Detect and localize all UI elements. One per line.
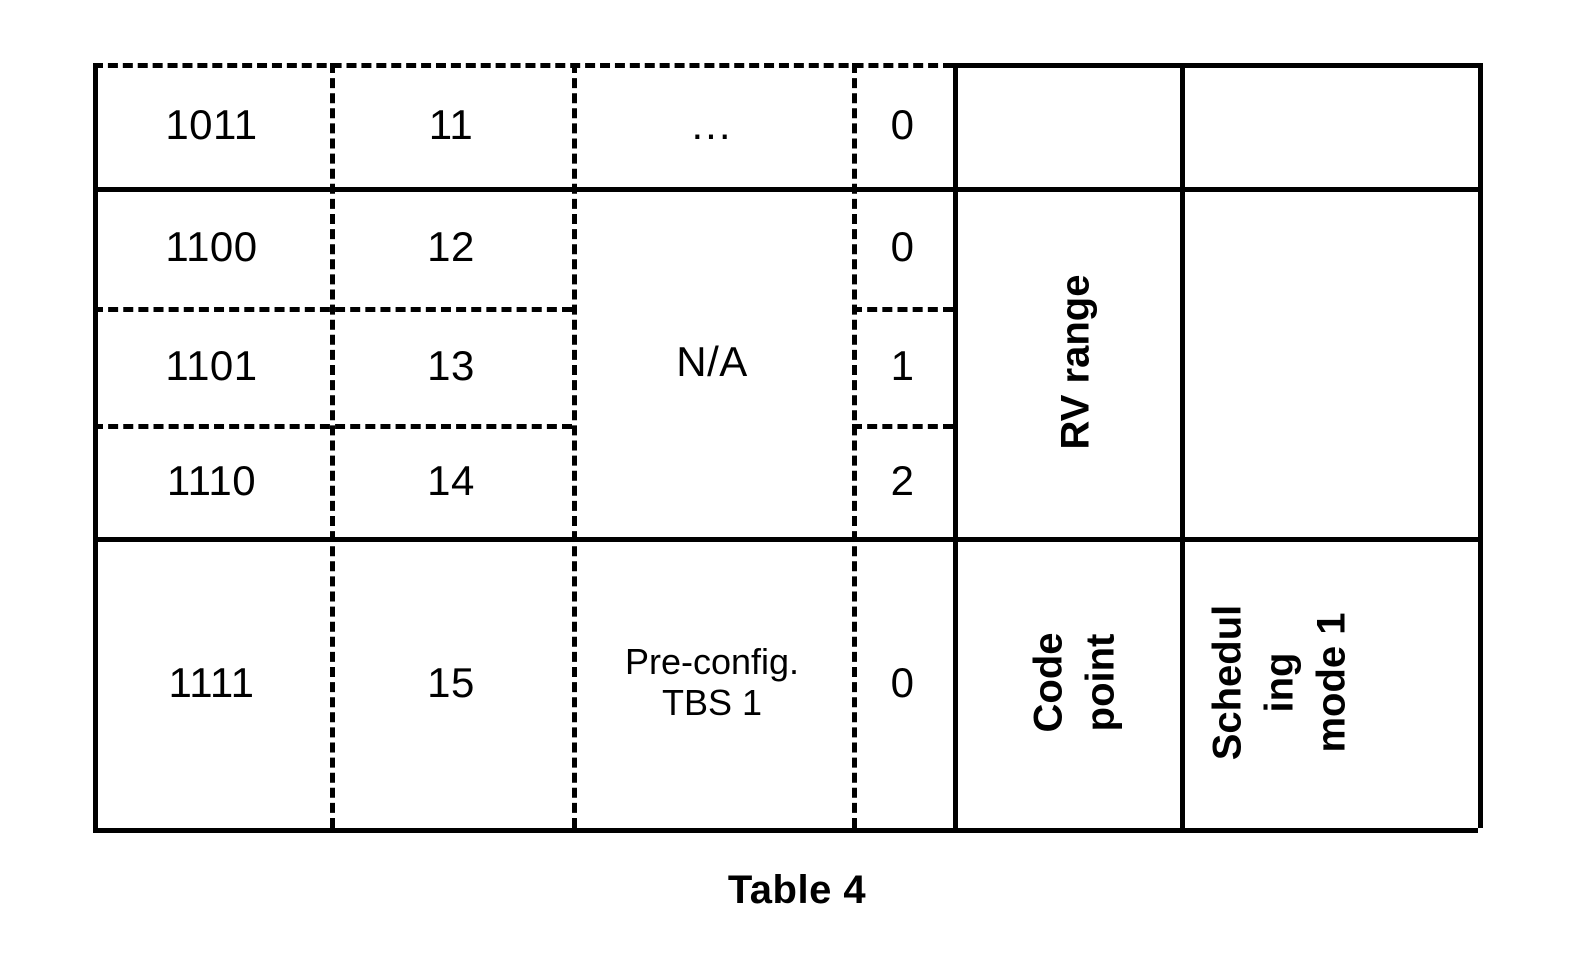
header-rv-range: RV range [970,187,1180,537]
header-scheduling-mode: Schedul ing mode 1 [1180,537,1478,828]
cell-tbs-merged-na: N/A [676,338,748,386]
rule-after-row4 [93,537,1478,542]
cell-binary-r1: 1011 [165,101,258,149]
cell-binary-r3: 1101 [165,341,258,389]
header-code-point-col2: point [1075,537,1127,828]
col-sep-2 [572,63,577,828]
header-rv-range-label: RV range [1052,274,1097,450]
cell-rv-r3: 1 [890,341,915,389]
header-scheduling-col1: Schedul [1202,537,1254,828]
rule-row3-row4-rv [852,424,953,429]
cell-tbs-r1: ... [691,100,733,148]
cell-decimal-r1: 11 [428,101,474,149]
cell-binary-r5: 1111 [168,658,255,706]
cell-tbs-r5-line2: TBS 1 [661,681,763,723]
col-sep-block [953,63,958,828]
cell-tbs-r5-line1: Pre-config. [624,641,800,683]
header-code-point: Code point [970,537,1180,828]
border-left [93,63,98,828]
header-scheduling-line3: mode 1 [1309,612,1354,753]
rule-after-row1 [93,187,1478,192]
border-top-dashed [93,63,953,68]
cell-rv-r5: 0 [890,658,915,706]
cell-binary-r2: 1100 [165,223,258,271]
header-scheduling-line1: Schedul [1205,604,1250,761]
cell-decimal-r4: 14 [427,456,475,504]
col-sep-1 [330,63,335,828]
border-right [1478,63,1483,828]
cell-tbs-r5: Pre-config. TBS 1 [562,537,862,828]
col-sep-3 [852,63,857,828]
header-code-point-line1: Code [1026,632,1071,733]
cell-binary-r4: 1110 [166,456,257,504]
cell-decimal-r5: 15 [427,658,475,706]
figure-caption: Table 4 [727,868,867,912]
header-code-point-line2: point [1078,633,1123,732]
cell-rv-r4: 2 [890,456,915,504]
cell-decimal-r3: 13 [427,341,475,389]
header-scheduling-col2: ing [1254,537,1306,828]
cell-rv-r2: 0 [890,223,915,271]
header-scheduling-line2: ing [1257,652,1302,713]
col-sep-header [1180,63,1185,828]
rule-row2-row3-rv [852,307,953,312]
cell-decimal-r2: 12 [427,223,475,271]
border-top-solid [953,63,1478,68]
table-4: 1011 11 ... 0 1100 12 0 1101 13 1 1110 1… [93,63,1483,833]
header-scheduling-col3: mode 1 [1306,537,1358,828]
cell-rv-r1: 0 [890,101,915,149]
header-code-point-col1: Code [1023,537,1075,828]
border-bottom [93,828,1478,833]
